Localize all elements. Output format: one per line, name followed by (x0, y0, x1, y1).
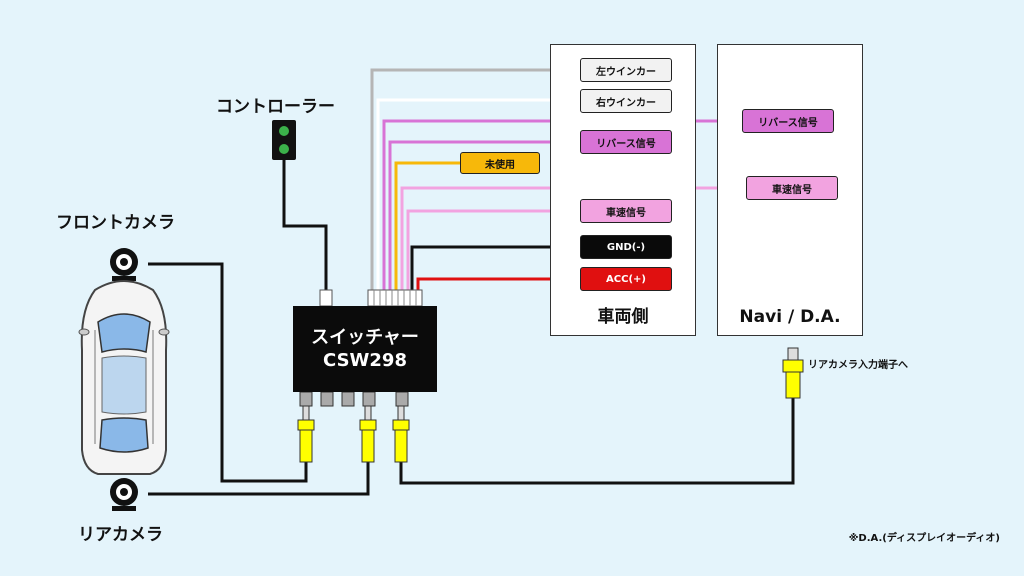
navi-signal-speed: 車速信号 (746, 176, 838, 200)
front-camera-label: フロントカメラ (56, 213, 175, 233)
wire-rear-camera (148, 462, 370, 496)
signal-connector (367, 289, 423, 307)
signal-left-turn: 左ウインカー (580, 58, 672, 82)
rca-plug-icon (359, 405, 377, 463)
switcher-ports (299, 391, 409, 407)
rca-plug-icon (782, 347, 804, 399)
signal-unused: 未使用 (460, 152, 540, 174)
car-top-view (78, 280, 170, 475)
wire-controller (282, 160, 328, 292)
switcher-box: スイッチャー CSW298 (293, 306, 437, 392)
wire-acc (416, 277, 580, 290)
vehicle-side-panel: 車両側 (550, 44, 696, 336)
footnote: ※D.A.(ディスプレイオーディオ) (848, 533, 1000, 544)
wire-speed-vehicle (406, 209, 580, 290)
switcher-model: CSW298 (323, 350, 407, 371)
signal-reverse: リバース信号 (580, 130, 672, 154)
navi-title: Navi / D.A. (739, 307, 841, 327)
camera-icon (110, 478, 138, 511)
rca-plug-icon (392, 405, 410, 463)
wire-front-camera (148, 262, 308, 483)
wire-video-out (399, 398, 795, 485)
vehicle-side-title: 車両側 (597, 307, 649, 327)
rca-plug-icon (297, 405, 315, 463)
wire-gnd (410, 245, 580, 290)
signal-right-turn: 右ウインカー (580, 89, 672, 113)
signal-speed: 車速信号 (580, 199, 672, 223)
rear-camera-label: リアカメラ (78, 525, 163, 545)
signal-acc: ACC(+) (580, 267, 672, 291)
navi-signal-reverse: リバース信号 (742, 109, 834, 133)
controller-connector (319, 289, 333, 307)
controller-icon (272, 120, 296, 160)
wire-left-turn (370, 68, 580, 290)
wire-right-turn (376, 98, 580, 290)
wire-reverse-vehicle (388, 140, 580, 290)
rear-camera-input-label: リアカメラ入力端子へ (808, 360, 908, 371)
camera-icon (110, 248, 138, 281)
signal-gnd: GND(-) (580, 235, 672, 259)
wire-unused (394, 161, 460, 290)
switcher-name: スイッチャー (311, 327, 419, 348)
controller-label: コントローラー (216, 97, 335, 117)
